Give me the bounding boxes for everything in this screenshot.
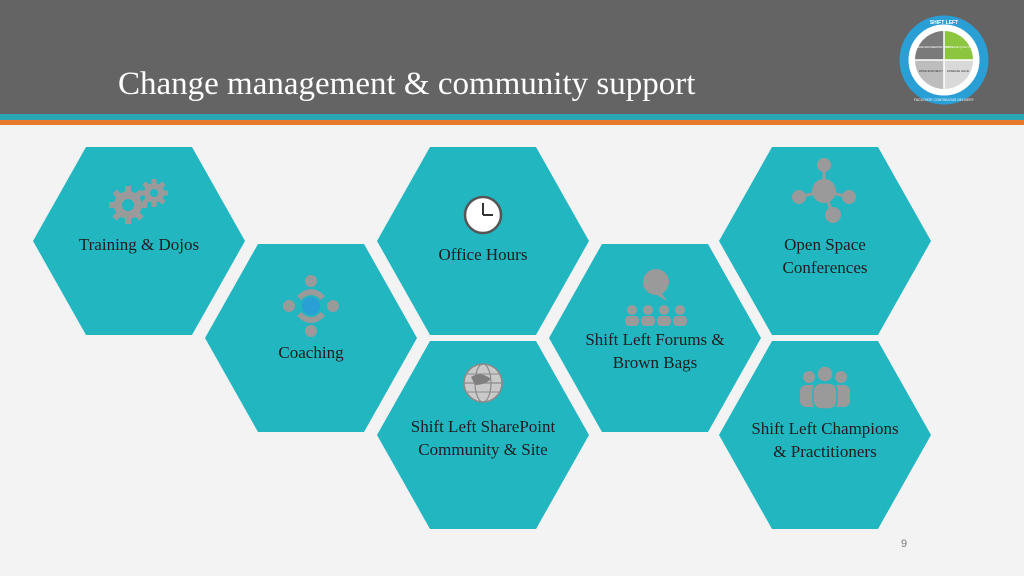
team-circle-icon [283,275,339,337]
slide-header [0,0,1024,114]
hex-forums: Shift Left Forums & Brown Bags [549,244,761,432]
hex-label: Coaching [278,343,344,362]
gears-icon [109,179,168,224]
hex-training-dojos: Training & Dojos [33,147,245,335]
globe-icon [463,363,503,403]
slide-title: Change management & community support [118,66,696,102]
page-number: 9 [901,538,908,550]
hex-office-hours: Office Hours [377,147,589,335]
shift-left-logo: SHIFT LEFT FACILITATE CONTINUOUS DELIVER… [899,15,989,105]
hex-label: Office Hours [438,245,528,264]
header-stripe-blue [0,114,1024,120]
hex-label: Shift Left SharePoint Community & Site [410,417,556,459]
hex-champions: Shift Left Champions & Practitioners [719,341,931,529]
clock-icon [463,195,503,235]
logo-q4: INCREASE VALUE [947,69,970,73]
hex-open-space: Open Space Conferences [719,147,931,335]
header-stripe-orange [0,120,1024,125]
group-people-icon [800,365,850,409]
hex-label: Training & Dojos [78,235,200,254]
logo-ring-bottom-text: FACILITATE CONTINUOUS DELIVERY [914,98,975,102]
speech-audience-icon [625,269,687,326]
logo-ring-text: SHIFT LEFT [930,20,958,26]
logo-q1: OPTIMIZE ENGINEERING COST [911,45,950,49]
logo-q2: INCREASE QUALITY [945,45,970,49]
network-hub-icon [792,158,856,223]
logo-q3: DRIVE EFFICIENCY [919,69,943,73]
hex-label: Shift Left Forums & Brown Bags [585,330,725,372]
hex-label: Open Space Conferences [782,235,868,277]
hex-label: Shift Left Champions & Practitioners [751,419,899,461]
hex-sharepoint: Shift Left SharePoint Community & Site [377,341,589,529]
hex-coaching: Coaching [205,244,417,432]
